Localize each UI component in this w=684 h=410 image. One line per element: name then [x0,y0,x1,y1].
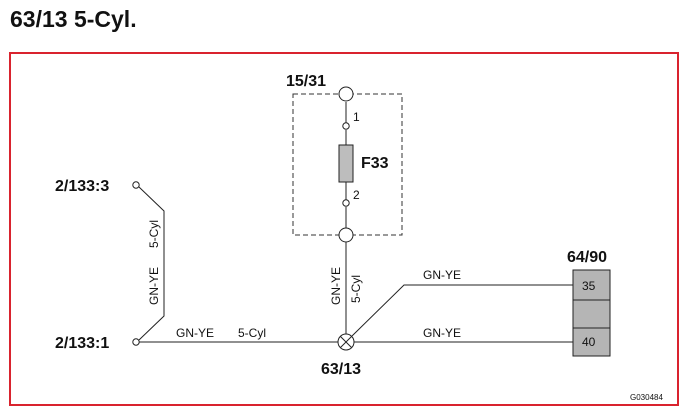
connector-blank [572,299,611,329]
terminal-2-133-3 [132,181,140,189]
label-terminal-top: 2/133:3 [55,178,109,195]
fuse-f33 [338,144,354,183]
label-pin-40: 40 [582,335,596,349]
terminal-15-31 [338,86,354,102]
label-left-wire-variant: 5-Cyl [147,220,161,248]
label-pin-35: 35 [582,279,596,293]
fuse-pin-2 [342,199,350,207]
label-bottom-wire-color: GN-YE [176,326,214,340]
label-fuse: F33 [361,155,389,172]
fuse-pin-1 [342,122,350,130]
splice-cross-b [340,336,352,348]
wire-left-vertical [138,186,165,341]
label-bottom-wire-variant: 5-Cyl [238,326,266,340]
label-fuse-pin-top: 1 [353,110,360,124]
figure-code: G030484 [630,393,663,402]
label-connector: 64/90 [567,249,607,266]
label-splice: 63/13 [321,361,361,378]
diagram-frame [9,52,679,406]
terminal-2-133-1 [132,338,140,346]
connector-pin-40 [572,327,611,357]
label-power-supply: 15/31 [286,73,326,90]
page-title: 63/13 5-Cyl. [10,6,137,32]
label-terminal-bottom: 2/133:1 [55,335,109,352]
label-left-wire-color: GN-YE [147,267,161,305]
label-center-wire-variant: 5-Cyl [349,275,363,303]
label-center-wire-color: GN-YE [329,267,343,305]
label-upper-right-wire-color: GN-YE [423,268,461,282]
wire-upper-right [351,284,573,337]
terminal-fuse-out [338,227,354,243]
label-fuse-pin-bottom: 2 [353,188,360,202]
label-lower-right-wire-color: GN-YE [423,326,461,340]
